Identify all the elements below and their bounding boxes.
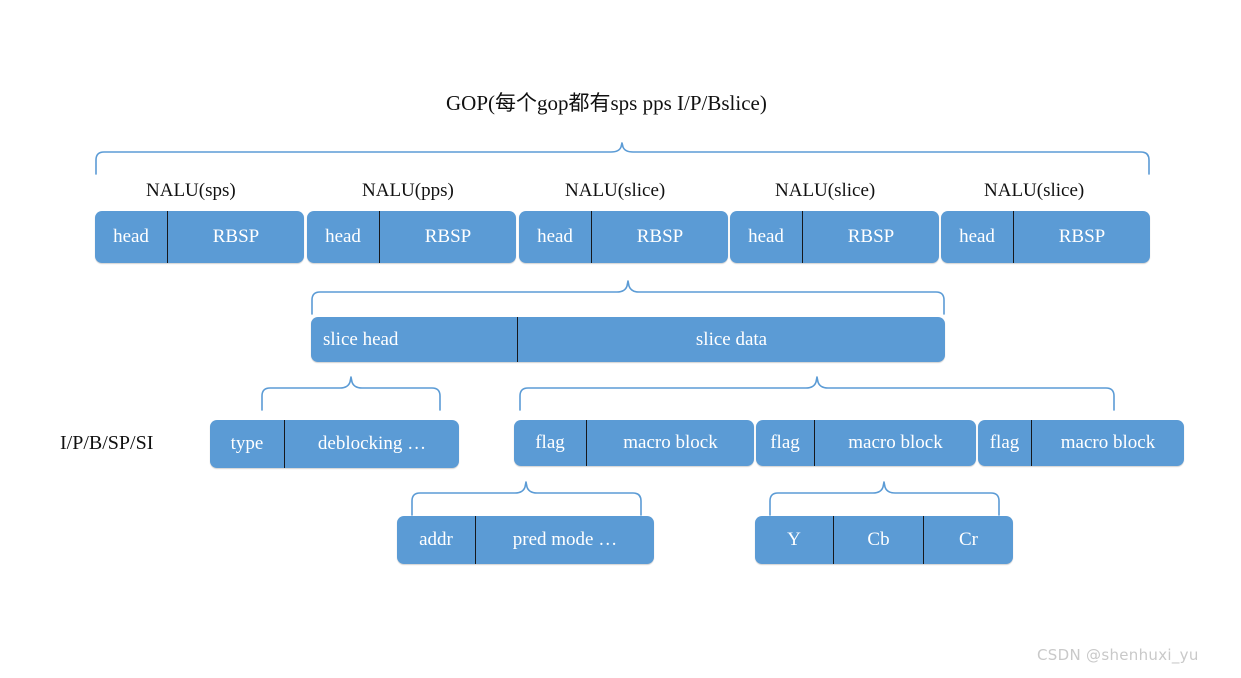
component-y-segment: Y bbox=[787, 529, 801, 550]
nalu-unit-4[interactable]: head RBSP bbox=[941, 211, 1150, 263]
nalu-head-3: head bbox=[748, 226, 784, 247]
nalu-head-4: head bbox=[959, 226, 995, 247]
nalu-rbsp-4: RBSP bbox=[1013, 211, 1150, 263]
slice-header-deblocking-segment: deblocking … bbox=[284, 420, 459, 468]
nalu-unit-1[interactable]: head RBSP bbox=[307, 211, 516, 263]
component-detail-bar[interactable]: Y Cb Cr bbox=[755, 516, 1013, 564]
nalu-label-4: NALU(slice) bbox=[984, 180, 1085, 201]
watermark: CSDN @shenhuxi_yu bbox=[1037, 646, 1199, 664]
macroblock-detail-bar[interactable]: addr pred mode … bbox=[397, 516, 654, 564]
slice-type-label: I/P/B/SP/SI bbox=[60, 432, 154, 454]
nalu-head-1: head bbox=[325, 226, 361, 247]
macroblock-addr-segment: addr bbox=[419, 529, 453, 550]
slice-head-segment: slice head bbox=[323, 328, 399, 350]
diagram-title: GOP(每个gop都有sps pps I/P/Bslice) bbox=[446, 91, 767, 115]
nalu-label-0: NALU(sps) bbox=[146, 180, 236, 201]
brace-slicehead-to-detail bbox=[261, 376, 441, 411]
macroblock-flag-1: flag bbox=[770, 432, 800, 453]
macroblock-body-1: macro block bbox=[814, 420, 976, 466]
nalu-head-0: head bbox=[113, 226, 149, 247]
slice-header-type-segment: type bbox=[230, 433, 264, 454]
nalu-label-1: NALU(pps) bbox=[362, 180, 454, 201]
nalu-rbsp-3: RBSP bbox=[802, 211, 939, 263]
macroblock-body-0: macro block bbox=[586, 420, 754, 466]
nalu-rbsp-2: RBSP bbox=[591, 211, 728, 263]
macroblock-body-2: macro block bbox=[1031, 420, 1184, 466]
nalu-unit-2[interactable]: head RBSP bbox=[519, 211, 728, 263]
macroblock-predmode-segment: pred mode … bbox=[475, 516, 654, 564]
nalu-unit-0[interactable]: head RBSP bbox=[95, 211, 304, 263]
macroblock-flag-2: flag bbox=[989, 432, 1020, 453]
brace-nalu-to-slice bbox=[311, 280, 945, 315]
macroblock-flag-0: flag bbox=[535, 432, 565, 453]
slice-bar[interactable]: slice head slice data bbox=[311, 317, 945, 362]
brace-slicedata-to-macroblocks bbox=[519, 376, 1115, 411]
slice-data-segment: slice data bbox=[517, 317, 945, 362]
nalu-rbsp-1: RBSP bbox=[379, 211, 516, 263]
nalu-unit-3[interactable]: head RBSP bbox=[730, 211, 939, 263]
component-cb-segment: Cb bbox=[833, 516, 923, 564]
macroblock-unit-2[interactable]: flag macro block bbox=[978, 420, 1184, 466]
brace-macroblock-to-components bbox=[769, 481, 1000, 516]
nalu-label-2: NALU(slice) bbox=[565, 180, 666, 201]
slice-header-detail-bar[interactable]: type deblocking … bbox=[210, 420, 459, 468]
brace-macroblock-to-detail bbox=[411, 481, 642, 516]
macroblock-unit-0[interactable]: flag macro block bbox=[514, 420, 754, 466]
brace-gop-to-nalu bbox=[95, 142, 1150, 175]
component-cr-segment: Cr bbox=[923, 516, 1013, 564]
nalu-rbsp-0: RBSP bbox=[167, 211, 304, 263]
nalu-head-2: head bbox=[537, 226, 573, 247]
nalu-label-3: NALU(slice) bbox=[775, 180, 876, 201]
macroblock-unit-1[interactable]: flag macro block bbox=[756, 420, 976, 466]
